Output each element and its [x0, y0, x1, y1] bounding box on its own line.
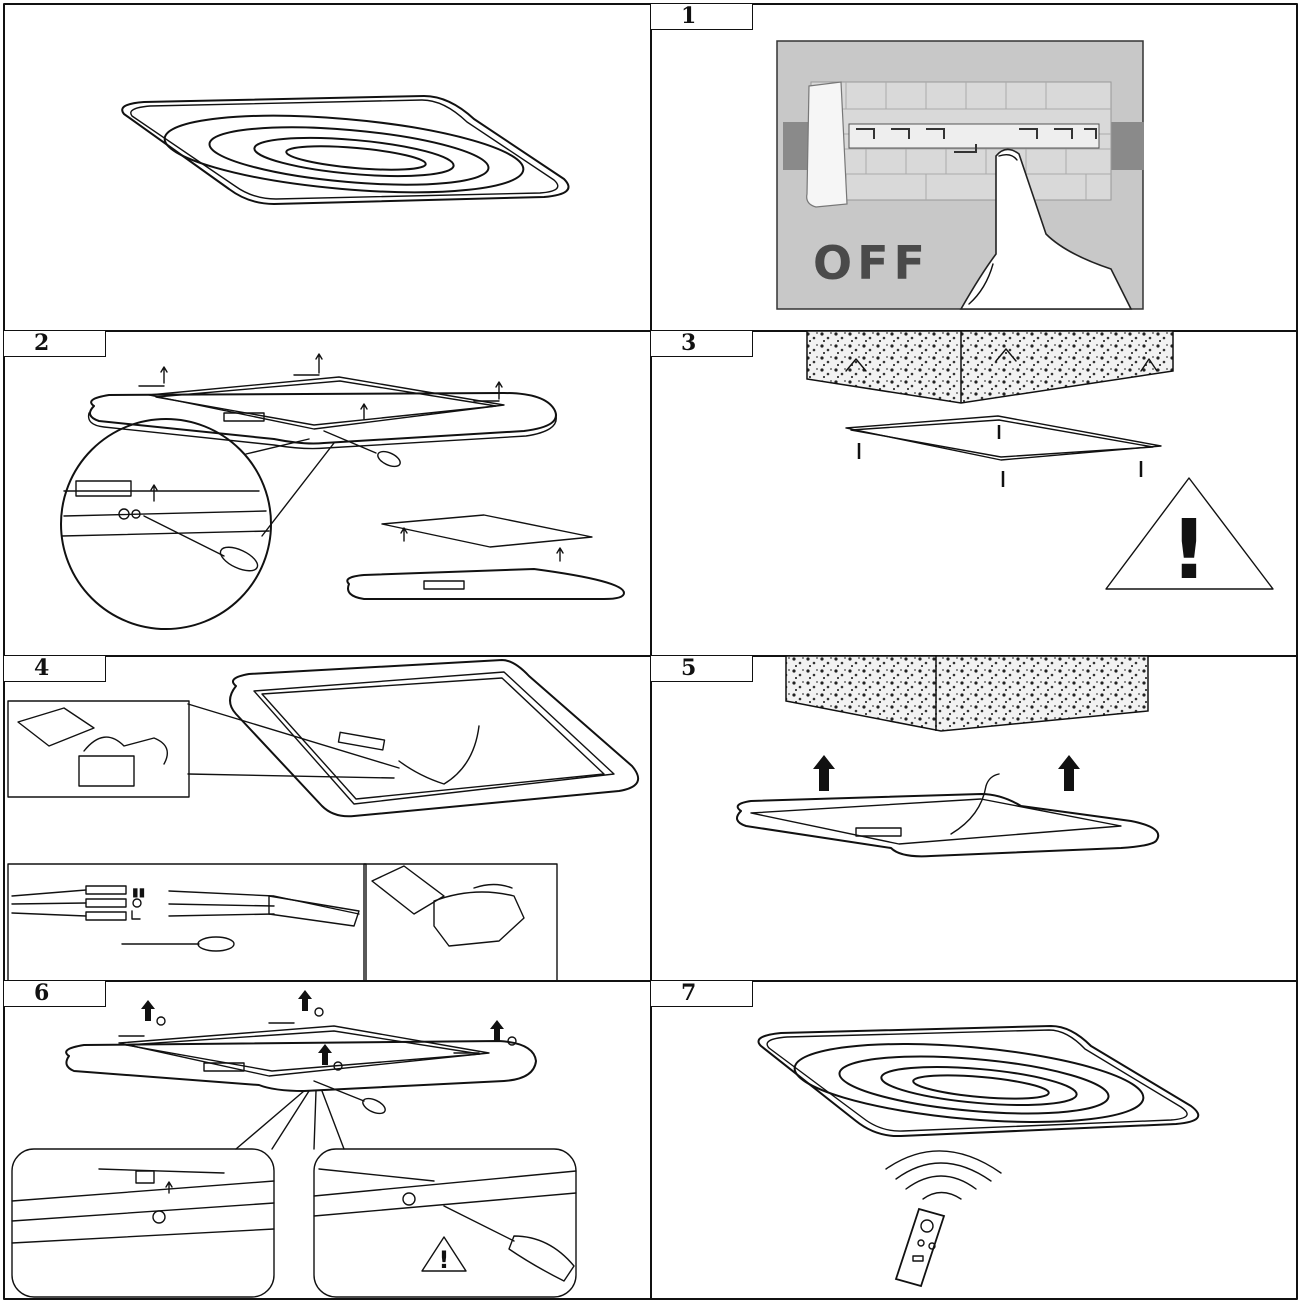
- step-number: 1: [651, 4, 753, 30]
- off-label: OFF: [813, 236, 930, 290]
- step-number: 7: [651, 981, 753, 1007]
- panel-step-5: 5: [651, 656, 1297, 981]
- step-number: 5: [651, 656, 753, 682]
- warning-glyph: !: [439, 1246, 450, 1274]
- panel-step-7: 7: [651, 981, 1297, 1299]
- lamp-frame-removal-diagram: [60, 353, 625, 630]
- panel-lamp-overview: [4, 4, 651, 331]
- ceiling-lamp-icon: [757, 1025, 1200, 1288]
- step-number: 6: [4, 981, 106, 1007]
- wiring-diagram: ▮▮: [7, 659, 640, 981]
- screwdriver-icon: [121, 936, 235, 952]
- detail-magnifier: [60, 418, 335, 630]
- terminal-block-icon: [85, 885, 127, 921]
- wall-switch-icon: OFF: [776, 40, 1144, 310]
- ceiling-lamp-icon: [121, 95, 570, 205]
- screwdriver-icon: [313, 1080, 386, 1115]
- step-number: 2: [4, 331, 106, 357]
- lamp-attach-diagram: [736, 656, 1160, 858]
- warning-triangle-icon: !: [1105, 477, 1274, 598]
- panel-step-3: 3: [651, 331, 1297, 656]
- panel-step-1: 1: [651, 4, 1297, 331]
- ceiling-mount-diagram: !: [806, 331, 1274, 598]
- panel-step-2: 2: [4, 331, 651, 656]
- svg-text:▮▮: ▮▮: [132, 885, 145, 899]
- panel-step-4: 4 ▮▮: [4, 656, 651, 981]
- step-number: 3: [651, 331, 753, 357]
- screwdriver-icon: [323, 430, 401, 468]
- panel-step-6: 6: [4, 981, 651, 1299]
- lamp-fix-diagram: !: [11, 990, 577, 1298]
- up-arrow-icon: [138, 353, 503, 420]
- step-number: 4: [4, 656, 106, 682]
- remote-control-icon: [885, 1150, 1002, 1288]
- up-arrow-icon: [813, 755, 1080, 791]
- warning-triangle-icon: !: [421, 1236, 467, 1274]
- warning-glyph: !: [1170, 503, 1207, 598]
- up-arrow-icon: [118, 990, 517, 1071]
